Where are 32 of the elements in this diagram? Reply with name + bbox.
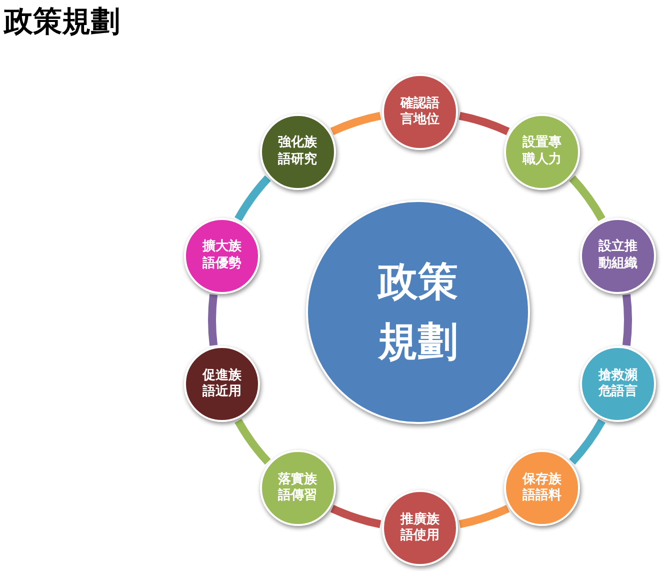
ring-connector [208,294,218,346]
ring-connector [234,418,271,465]
ring-connector [458,504,510,528]
ring-connector [569,418,606,465]
ring-connector [569,175,606,222]
topic-circle [580,218,656,294]
topic-label: 強化族語研究 [278,135,318,168]
topic-circle [580,346,656,422]
topic-label: 促進族語近用 [202,368,242,401]
topic-circle [184,346,260,422]
topic-circle [504,114,580,190]
topic-circle [260,450,336,526]
topic-circle [260,114,336,190]
ring-connector [458,112,510,136]
topic-label: 擴大族語優勢 [202,239,242,272]
ring-connector [330,504,382,528]
topic-circle [382,74,458,150]
topic-label: 保存族語語料 [522,472,562,505]
topic-circle [382,490,458,566]
topic-label: 搶救瀕危語言 [598,368,638,401]
ring-connector [622,294,632,346]
topic-label: 落實族語傳習 [278,472,318,505]
diagram-title: 政策規劃 [4,3,120,40]
topic-label: 設立推動組織 [598,239,638,272]
center-label: 政策規劃 [377,257,459,367]
topic-label: 推廣族語使用 [400,512,440,544]
ring-connector [330,112,382,136]
topic-label: 設置專職人力 [522,135,562,168]
topic-circle [184,218,260,294]
topic-circle [504,450,580,526]
ring-connector [234,175,271,222]
topic-label: 確認語言地位 [400,96,440,128]
